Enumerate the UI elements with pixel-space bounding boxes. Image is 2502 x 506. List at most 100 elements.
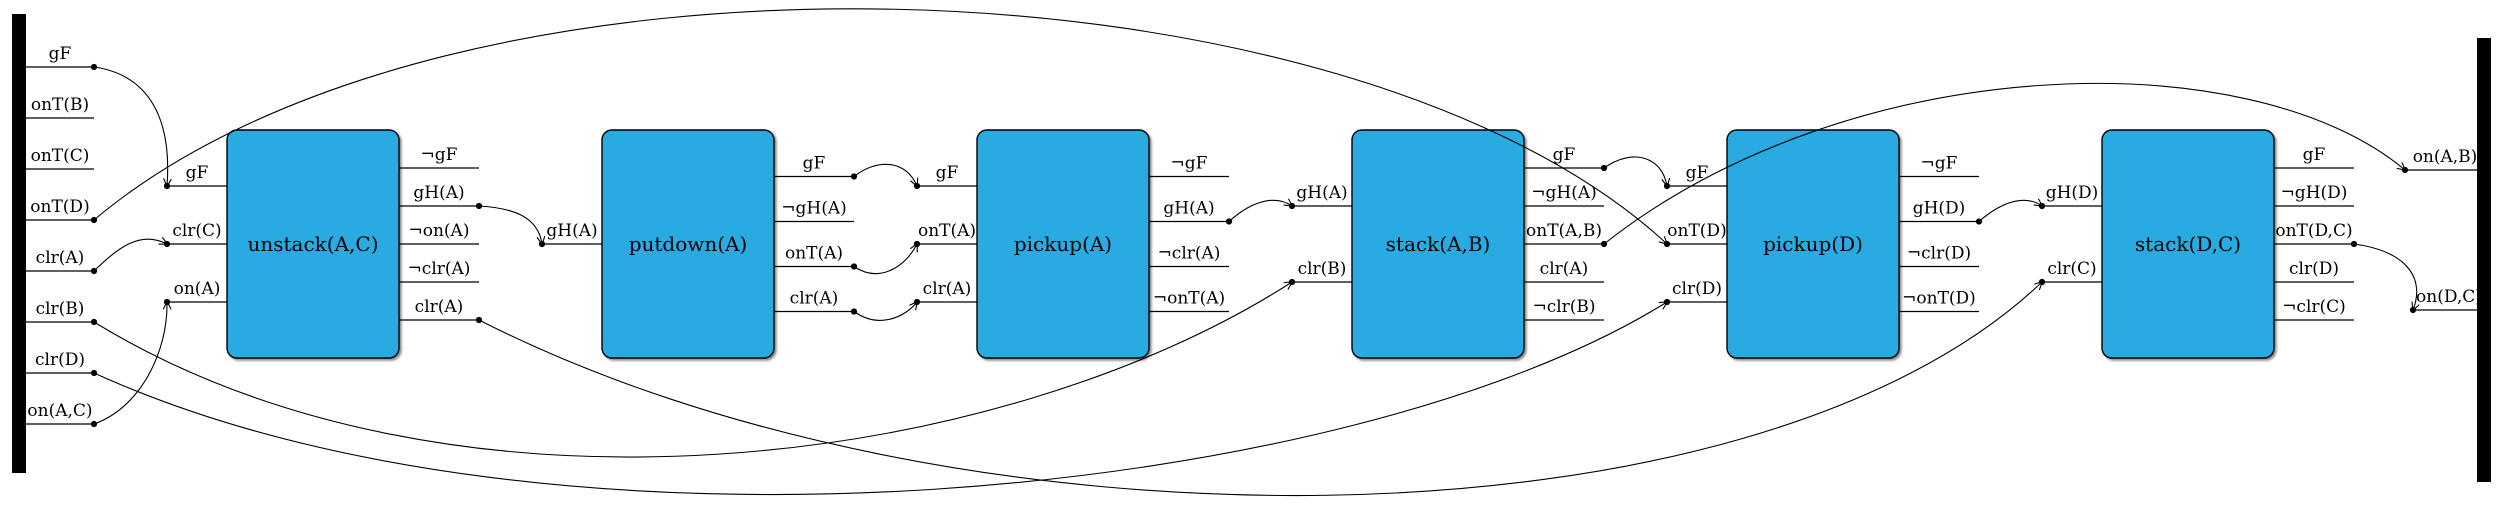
causal-link-edge xyxy=(478,282,2042,497)
action-label: putdown(A) xyxy=(629,232,748,256)
effect-label: ¬clr(A) xyxy=(408,259,471,279)
causal-link-edge xyxy=(2353,243,2417,310)
effect-label: ¬clr(C) xyxy=(2282,297,2346,317)
causal-link-edge xyxy=(93,66,168,186)
connection-dot xyxy=(913,298,921,306)
precondition-label: onT(D) xyxy=(1667,221,1726,241)
connection-dot xyxy=(90,318,98,326)
connection-dot xyxy=(1663,240,1671,248)
causal-link-edge xyxy=(1978,200,2042,222)
causal-link-edge xyxy=(853,244,917,275)
connection-dot xyxy=(2401,166,2409,174)
connection-dot xyxy=(913,240,921,248)
precondition-label: gF xyxy=(936,163,959,183)
connection-dot xyxy=(2038,202,2046,210)
effect-label: clr(A) xyxy=(415,297,464,317)
connection-dot xyxy=(2038,278,2046,286)
connection-dot xyxy=(90,63,98,71)
connection-dot xyxy=(850,308,858,315)
connection-dot xyxy=(2409,306,2417,314)
action-label: pickup(A) xyxy=(1014,232,1112,256)
connection-dot xyxy=(1288,278,1296,286)
connection-dot xyxy=(163,240,171,248)
goal-state-bar xyxy=(2477,38,2491,482)
causal-link-edge xyxy=(1603,156,1667,186)
effect-label: ¬onT(A) xyxy=(1153,289,1225,309)
precondition-label: gH(A) xyxy=(546,221,597,241)
init-fact-label: on(A,C) xyxy=(27,401,92,421)
effect-label: onT(A) xyxy=(785,244,843,264)
causal-link-edge xyxy=(93,8,1667,244)
precondition-label: gF xyxy=(1686,163,1709,183)
causal-link-edge xyxy=(853,302,917,321)
connection-dot xyxy=(913,182,921,190)
goal-fact-label: on(D,C) xyxy=(2416,287,2482,307)
precondition-label: on(A) xyxy=(174,279,221,299)
connection-dot xyxy=(475,316,483,324)
connection-dot xyxy=(538,240,546,248)
init-fact-label: onT(D) xyxy=(30,197,89,217)
precondition-label: onT(A) xyxy=(918,221,976,241)
effect-label: ¬on(A) xyxy=(409,221,470,241)
causal-link-edge xyxy=(93,239,167,272)
precondition-label: gH(D) xyxy=(2046,183,2099,203)
effect-label: onT(A,B) xyxy=(1526,221,1602,241)
effect-label: ¬gF xyxy=(1171,154,1208,174)
connection-dot xyxy=(850,263,858,270)
precondition-label: gF xyxy=(186,163,209,183)
init-fact-label: onT(C) xyxy=(31,146,90,166)
connection-dot xyxy=(163,298,171,306)
connection-dot xyxy=(90,267,98,275)
init-fact-label: onT(B) xyxy=(31,95,89,115)
effect-label: clr(A) xyxy=(790,289,839,309)
connection-dot xyxy=(1288,202,1296,210)
connection-dot xyxy=(1663,298,1671,306)
connection-dot xyxy=(2350,240,2358,248)
effect-label: ¬gH(A) xyxy=(1531,183,1597,203)
connection-dot xyxy=(90,369,98,377)
init-fact-label: clr(D) xyxy=(35,350,85,370)
action-label: pickup(D) xyxy=(1763,232,1863,256)
connection-dot xyxy=(475,202,483,210)
connection-dot xyxy=(1600,240,1608,248)
connection-dot xyxy=(1600,164,1608,172)
effect-label: gH(A) xyxy=(1163,199,1214,219)
effect-label: gF xyxy=(2303,145,2326,165)
causal-link-edge xyxy=(93,302,167,425)
action-label: stack(A,B) xyxy=(1386,232,1491,256)
causal-link-edge xyxy=(93,282,1292,458)
init-fact-label: clr(B) xyxy=(36,299,85,319)
connection-dot xyxy=(163,182,171,190)
connection-dot xyxy=(850,173,858,180)
causal-link-edge xyxy=(853,163,917,186)
precondition-label: clr(B) xyxy=(1298,259,1347,279)
causal-link-edge xyxy=(1603,83,2405,245)
effect-label: ¬gH(D) xyxy=(2281,183,2348,203)
effect-label: ¬clr(B) xyxy=(1532,297,1595,317)
effect-label: gH(D) xyxy=(1913,199,1966,219)
precondition-label: clr(A) xyxy=(923,279,972,299)
causal-link-edge xyxy=(478,205,542,244)
effect-label: gF xyxy=(803,154,826,174)
effect-label: ¬onT(D) xyxy=(1902,289,1976,309)
connection-dot xyxy=(1975,218,1983,225)
goal-fact-label: on(A,B) xyxy=(2413,147,2478,167)
effect-label: ¬gF xyxy=(1921,154,1958,174)
effect-label: gH(A) xyxy=(413,183,464,203)
initial-state-bar xyxy=(12,14,26,473)
action-label: unstack(A,C) xyxy=(247,232,378,256)
effect-label: ¬clr(A) xyxy=(1158,244,1221,264)
action-label: stack(D,C) xyxy=(2135,232,2241,256)
connection-dot xyxy=(1663,182,1671,190)
init-fact-label: gF xyxy=(49,44,72,64)
effect-label: ¬gH(A) xyxy=(781,199,847,219)
effect-label: onT(D,C) xyxy=(2275,221,2352,241)
effect-label: gF xyxy=(1553,145,1576,165)
precondition-label: gH(A) xyxy=(1296,183,1347,203)
connection-dot xyxy=(90,216,98,224)
precondition-label: clr(C) xyxy=(172,221,221,241)
connection-dot xyxy=(90,420,98,428)
causal-link-edge xyxy=(1228,200,1292,222)
